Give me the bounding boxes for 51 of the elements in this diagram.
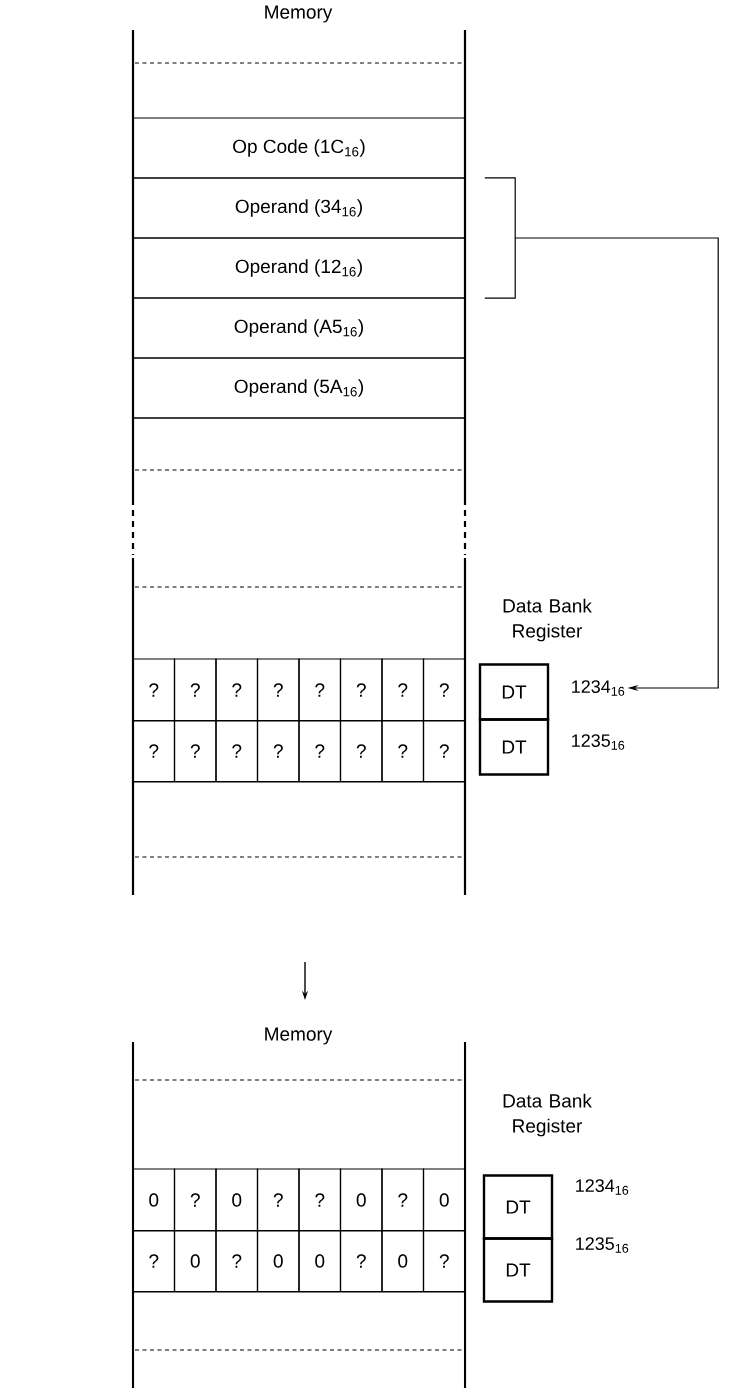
memory-row: Operand (A5$_{16}$) <box>132 297 466 359</box>
register-label: Data Bank Register <box>503 1093 592 1137</box>
bit-cell: ? <box>381 1168 425 1232</box>
register-label: Data Bank Register <box>503 598 592 642</box>
bit-cell: ? <box>256 658 300 722</box>
memory-row: Operand (34$_{16}$) <box>132 177 466 239</box>
bit-cell: 0 <box>422 1168 466 1232</box>
bit-cell: 0 <box>256 1229 300 1293</box>
bit-cell: ? <box>339 719 383 783</box>
address-label: 1234$_{16}$ <box>576 1179 629 1195</box>
bit-cell: 0 <box>173 1229 217 1293</box>
bit-cell: ? <box>132 1229 176 1293</box>
bit-cell: ? <box>215 1229 259 1293</box>
bit-cell: 0 <box>381 1229 425 1293</box>
bit-cell: ? <box>173 719 217 783</box>
bit-cell: ? <box>173 658 217 722</box>
bit-cell: ? <box>339 658 383 722</box>
bit-cell: ? <box>381 719 425 783</box>
memory-title: Memory <box>265 1027 333 1045</box>
bit-cell: ? <box>132 719 176 783</box>
bit-cell: 0 <box>339 1168 383 1232</box>
bit-cell: ? <box>422 658 466 722</box>
bit-cell: ? <box>381 658 425 722</box>
register-box: DT <box>478 718 550 776</box>
bit-cell: ? <box>298 719 342 783</box>
bracket <box>484 177 516 299</box>
memory-row: Op Code (1C$_{16}$) <box>132 117 466 179</box>
bit-cell: ? <box>339 1229 383 1293</box>
bit-cell: 0 <box>132 1168 176 1232</box>
address-label: 1235$_{16}$ <box>576 1237 629 1253</box>
bit-cell: ? <box>422 719 466 783</box>
connector-arrow <box>514 237 719 692</box>
address-label: 1234$_{16}$ <box>572 680 625 696</box>
address-label: 1235$_{16}$ <box>572 734 625 750</box>
bit-cell: ? <box>215 658 259 722</box>
bit-cell: ? <box>215 719 259 783</box>
memory-row: Operand (12$_{16}$) <box>132 237 466 299</box>
bit-cell: ? <box>256 1168 300 1232</box>
bit-cell: ? <box>256 719 300 783</box>
memory-title: Memory <box>265 5 333 23</box>
bit-cell: ? <box>298 1168 342 1232</box>
bit-cell: ? <box>173 1168 217 1232</box>
register-box: DT <box>482 1174 554 1240</box>
bit-cell: 0 <box>298 1229 342 1293</box>
memory-row: Operand (5A$_{16}$) <box>132 357 466 419</box>
register-box: DT <box>478 663 550 721</box>
bit-cell: ? <box>298 658 342 722</box>
bit-cell: 0 <box>215 1168 259 1232</box>
bit-cell: ? <box>422 1229 466 1293</box>
register-box: DT <box>482 1237 554 1303</box>
bit-cell: ? <box>132 658 176 722</box>
